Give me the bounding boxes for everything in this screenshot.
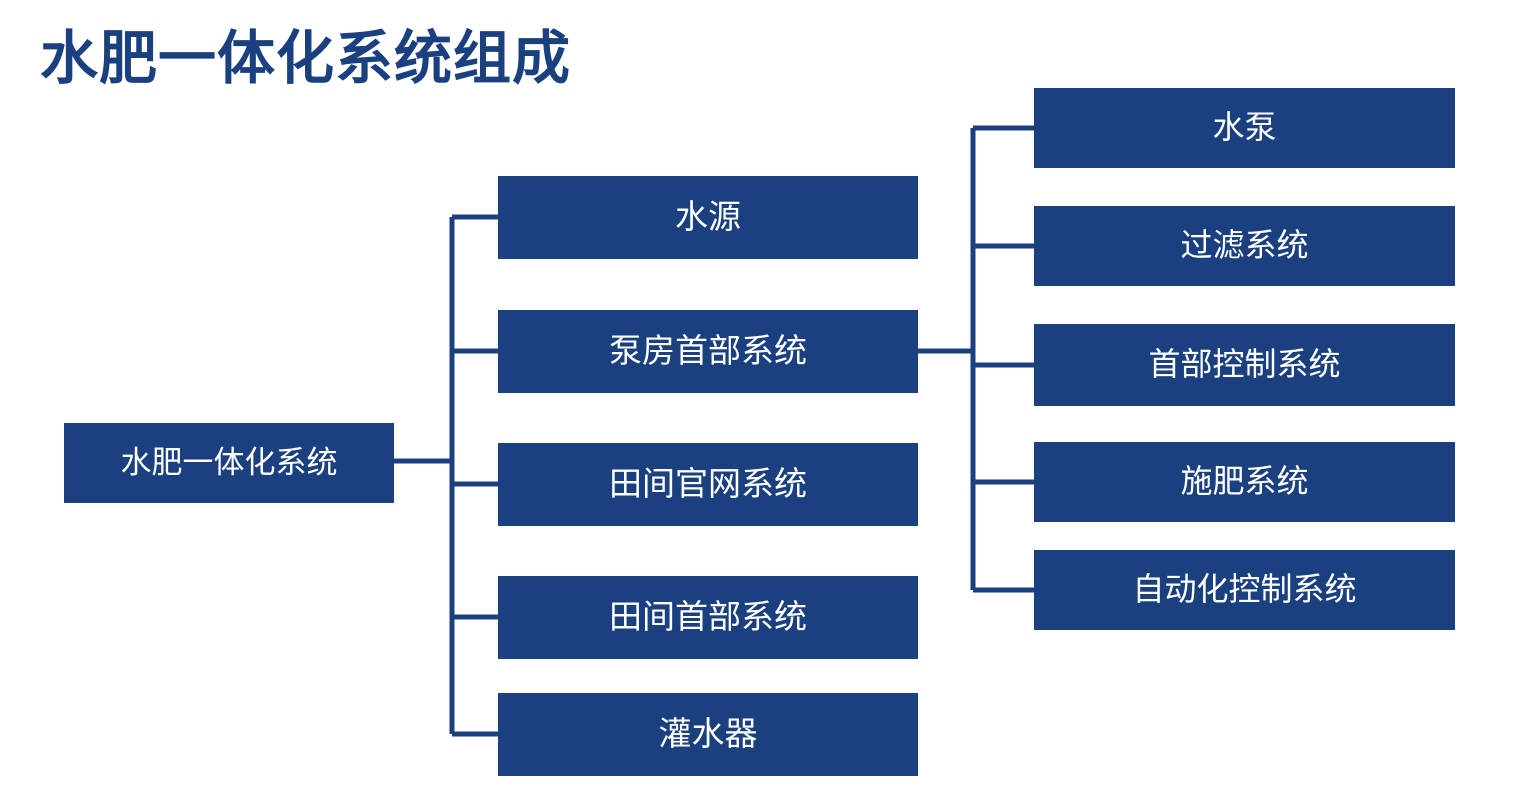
page-title: 水肥一体化系统组成 — [40, 26, 572, 91]
node-level2-pump-house-head-system[interactable]: 泵房首部系统 — [498, 310, 918, 393]
node-level3-head-control-system[interactable]: 首部控制系统 — [1034, 324, 1455, 406]
node-root[interactable]: 水肥一体化系统 — [64, 423, 394, 503]
node-level2-water-source[interactable]: 水源 — [498, 176, 918, 259]
node-level2-field-head-system[interactable]: 田间首部系统 — [498, 576, 918, 659]
node-level3-automation-control-system[interactable]: 自动化控制系统 — [1034, 550, 1455, 630]
node-level3-filtration-system[interactable]: 过滤系统 — [1034, 206, 1455, 286]
node-level3-water-pump[interactable]: 水泵 — [1034, 88, 1455, 168]
node-level3-fertilization-system[interactable]: 施肥系统 — [1034, 442, 1455, 522]
node-level2-emitter[interactable]: 灌水器 — [498, 693, 918, 776]
node-level2-field-pipe-network-system[interactable]: 田间官网系统 — [498, 443, 918, 526]
